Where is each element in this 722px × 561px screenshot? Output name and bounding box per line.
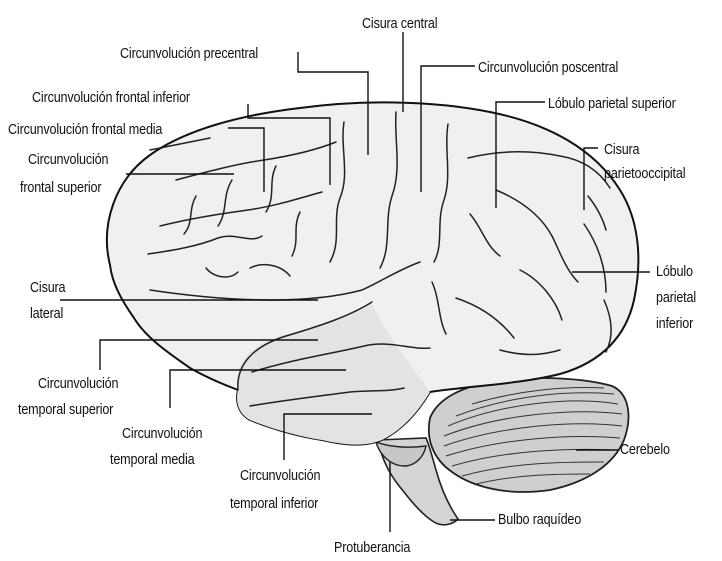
label-circ-temporal-superior-line2: temporal superior <box>18 400 113 419</box>
label-circ-frontal-media: Circunvolución frontal media <box>8 120 162 139</box>
label-lobulo-parietal-inferior-line3: inferior <box>656 314 693 333</box>
label-circ-temporal-media-line1: Circunvolución <box>122 424 202 443</box>
label-circ-frontal-inferior: Circunvolución frontal inferior <box>32 88 190 107</box>
label-cisura-central: Cisura central <box>362 14 437 33</box>
label-circ-temporal-inferior-line2: temporal inferior <box>230 494 318 513</box>
label-cisura-parietooccipital-line2: parietooccipital <box>604 164 685 183</box>
label-cerebelo: Cerebelo <box>620 440 670 459</box>
label-circ-frontal-superior-line2: frontal superior <box>20 178 101 197</box>
label-circ-temporal-inferior-line1: Circunvolución <box>240 466 320 485</box>
label-circ-precentral: Circunvolución precentral <box>120 44 258 63</box>
label-cisura-lateral-line1: Cisura <box>30 278 65 297</box>
label-circ-temporal-media-line2: temporal media <box>110 450 194 469</box>
label-bulbo-raquideo: Bulbo raquídeo <box>498 510 581 529</box>
label-circ-poscentral: Circunvolución poscentral <box>478 58 618 77</box>
cerebellum <box>429 378 629 492</box>
label-cisura-parietooccipital-line1: Cisura <box>604 140 639 159</box>
label-lobulo-parietal-inferior-line2: parietal <box>656 288 696 307</box>
label-lobulo-parietal-inferior-line1: Lóbulo <box>656 262 693 281</box>
label-circ-temporal-superior-line1: Circunvolución <box>38 374 118 393</box>
label-protuberancia: Protuberancia <box>334 538 410 557</box>
label-lobulo-parietal-superior: Lóbulo parietal superior <box>548 94 676 113</box>
label-circ-frontal-superior-line1: Circunvolución <box>28 150 108 169</box>
label-cisura-lateral-line2: lateral <box>30 304 63 323</box>
